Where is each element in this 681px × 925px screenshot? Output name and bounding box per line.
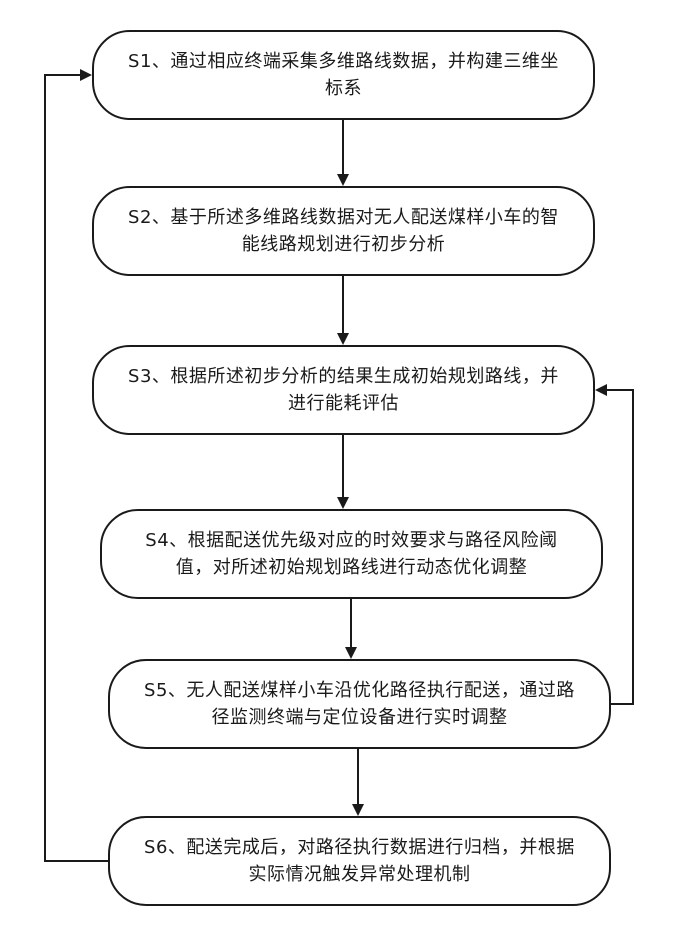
step-text-s3: S3、根据所述初步分析的结果生成初始规划路线，并进行能耗评估 — [120, 363, 567, 417]
step-text-s4: S4、根据配送优先级对应的时效要求与路径风险阈值，对所述初始规划路线进行动态优化… — [128, 527, 575, 581]
step-text-s5: S5、无人配送煤样小车沿优化路径执行配送，通过路径监测终端与定位设备进行实时调整 — [136, 677, 583, 731]
step-text-s1: S1、通过相应终端采集多维路线数据，并构建三维坐标系 — [120, 48, 567, 102]
step-box-s6: S6、配送完成后，对路径执行数据进行归档，并根据实际情况触发异常处理机制 — [108, 816, 611, 906]
loop-arrow-s6-to-s1 — [45, 75, 108, 861]
step-box-s2: S2、基于所述多维路线数据对无人配送煤样小车的智能线路规划进行初步分析 — [92, 186, 595, 276]
step-box-s4: S4、根据配送优先级对应的时效要求与路径风险阈值，对所述初始规划路线进行动态优化… — [100, 509, 603, 599]
step-box-s3: S3、根据所述初步分析的结果生成初始规划路线，并进行能耗评估 — [92, 345, 595, 435]
step-box-s5: S5、无人配送煤样小车沿优化路径执行配送，通过路径监测终端与定位设备进行实时调整 — [108, 659, 611, 749]
step-text-s6: S6、配送完成后，对路径执行数据进行归档，并根据实际情况触发异常处理机制 — [136, 834, 583, 888]
step-text-s2: S2、基于所述多维路线数据对无人配送煤样小车的智能线路规划进行初步分析 — [120, 204, 567, 258]
step-box-s1: S1、通过相应终端采集多维路线数据，并构建三维坐标系 — [92, 30, 595, 120]
